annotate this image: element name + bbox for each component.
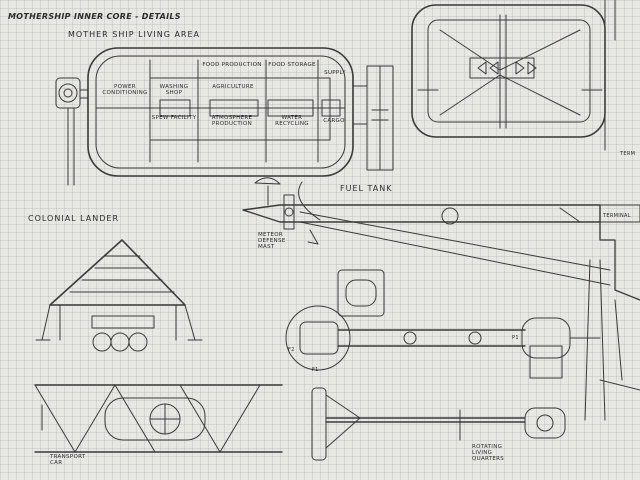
p1-label: P1 [512, 335, 519, 341]
terminal-label: TERMINAL [603, 213, 631, 219]
room-agriculture-label: AGRICULTURE [212, 84, 254, 90]
room-spew-label: SPEW FACILITY [151, 115, 197, 121]
meteor-mast-label: METEOR DEFENSE MAST [258, 232, 286, 250]
rotating-quarters [311, 387, 566, 461]
living-area-title: MOTHER SHIP LIVING AREA [68, 30, 201, 39]
fuel-tank-assembly [242, 177, 611, 286]
pod-assembly [285, 269, 601, 379]
room-cargo-label: CARGO [323, 118, 345, 124]
transport-car-frame [34, 384, 283, 453]
living-area-module [87, 47, 354, 177]
room-food-storage-label: FOOD STORAGE [268, 62, 316, 68]
hub-column-right [352, 65, 394, 171]
f2-label: F2 [288, 347, 295, 353]
sheet-title: MOTHERSHIP INNER CORE - DETAILS [8, 12, 181, 21]
room-washing-label: WASHING SHOP [159, 84, 189, 96]
f1-label: F1 [312, 367, 319, 373]
colonial-lander [35, 239, 203, 352]
room-food-production-label: FOOD PRODUCTION [202, 62, 262, 68]
room-power-label: POWER CONDITIONING [102, 84, 148, 96]
room-water-label: WATER RECYCLING [275, 115, 309, 127]
transport-car-label: TRANSPORT CAR [50, 454, 86, 466]
terminal-clipped-label: TERM [620, 151, 636, 157]
room-atmosphere-label: ATMOSPHERE PRODUCTION [211, 115, 253, 127]
room-supply-label: SUPPLY [324, 70, 346, 76]
rotating-quarters-label: ROTATING LIVING QUARTERS [472, 444, 505, 462]
terminal-structure [584, 204, 640, 421]
colonial-lander-label: COLONIAL LANDER [28, 214, 120, 223]
hub-column-left [55, 77, 89, 186]
fuel-tank-label: FUEL TANK [340, 184, 393, 193]
plan-view-module [411, 0, 616, 151]
